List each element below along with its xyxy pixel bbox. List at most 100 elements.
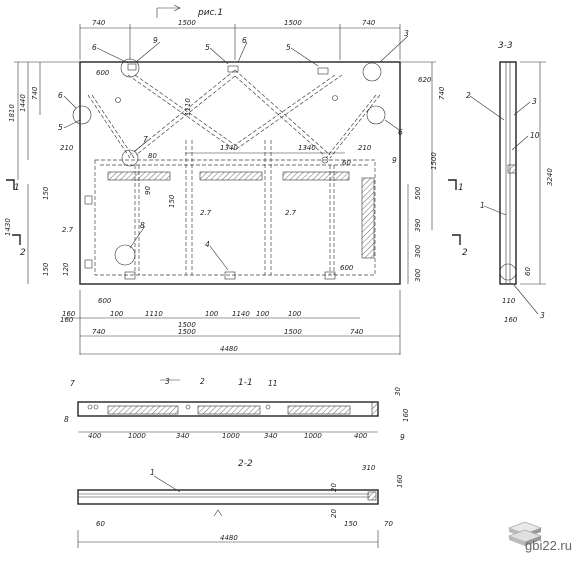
dim-right-3: 620 <box>418 76 432 84</box>
dim-rs-390: 390 <box>414 218 422 232</box>
s33-dim-160: 160 <box>504 316 518 324</box>
s11-dim-1000b: 1000 <box>222 432 240 440</box>
section-33-title: 3-3 <box>498 41 513 51</box>
dim-rs-600: 600 <box>340 264 354 272</box>
s33-dim-60: 60 <box>524 267 532 276</box>
right-dimension-chain: 740 1500 620 <box>400 61 446 230</box>
mark-3a: 3 <box>404 29 409 38</box>
s11-dim-400b: 400 <box>354 432 368 440</box>
mark-6d: 6 <box>398 128 403 137</box>
s33-dim-3240: 3240 <box>546 168 554 186</box>
mark-9a: 9 <box>153 36 158 45</box>
bot1-100c: 100 <box>256 310 270 318</box>
s33-dim-110: 110 <box>502 297 516 305</box>
section-mark-2-left: 2 <box>20 248 26 258</box>
s33-mark-2: 2 <box>466 91 471 100</box>
s33-mark-3: 3 <box>532 97 537 106</box>
brand-site[interactable]: gbi22.ru <box>525 538 572 553</box>
s22-dim-150: 150 <box>344 520 358 528</box>
section-marker-2: 2 2 <box>12 234 468 258</box>
s33-mark-3b: 3 <box>540 311 545 320</box>
mid-label-1: 2.7 <box>62 226 74 234</box>
s11-dim-1000a: 1000 <box>128 432 146 440</box>
mark-4: 4 <box>205 240 210 249</box>
dim-right-1: 740 <box>438 86 446 100</box>
dim-inner-1: 1340 <box>220 144 238 152</box>
section-marker-1: 1 1 <box>6 179 464 193</box>
mark-5c: 5 <box>58 123 63 132</box>
dim-lower-150a: 150 <box>42 186 50 200</box>
dim-inner-3: 210 <box>60 144 74 152</box>
dim-lower-1430: 1430 <box>4 218 12 236</box>
dim-left-1: 1810 <box>8 104 16 122</box>
s22-dim-70: 70 <box>384 520 393 528</box>
bot2-740a: 740 <box>92 328 106 336</box>
s11-mark-11: 11 <box>268 379 278 388</box>
mark-6b: 6 <box>242 36 247 45</box>
top-dimension-chain: 740 1500 1500 740 <box>79 19 401 60</box>
dim-lower-120: 120 <box>62 262 70 276</box>
dim-top-2: 1500 <box>178 19 196 27</box>
s33-mark-1: 1 <box>480 201 485 210</box>
mark-5b: 5 <box>286 43 291 52</box>
bot1-1110: 1110 <box>145 310 163 318</box>
dim-lower-160: 160 <box>60 316 74 324</box>
bot2-740b: 740 <box>350 328 364 336</box>
mark-6c: 6 <box>58 91 63 100</box>
dim-rs-300b: 300 <box>414 268 422 282</box>
section-2-2: 2-2 1 310 60 20 20 150 70 160 4480 <box>77 459 404 548</box>
dim-top-3: 1500 <box>284 19 302 27</box>
dim-inner-2: 1340 <box>298 144 316 152</box>
s11-dim-1000c: 1000 <box>304 432 322 440</box>
left-dimension-chain: 1810 1440 740 1110 <box>8 61 192 180</box>
s22-dim-60: 60 <box>96 520 105 528</box>
s11-mark-7: 7 <box>70 379 75 388</box>
inner-dimensions: 1340 1340 210 210 600 80 60 <box>60 69 372 167</box>
mark-9b: 9 <box>392 156 397 165</box>
section-22-title: 2-2 <box>238 459 253 469</box>
bot-total: 4480 <box>220 345 238 353</box>
s11-dim-340a: 340 <box>176 432 190 440</box>
s11-mark-3: 3 <box>165 377 170 386</box>
plan-marks: 6 9 5 6 5 3 6 5 7 6 4 8 9 <box>58 29 409 271</box>
dim-inner-60: 60 <box>342 159 351 167</box>
dim-top-4: 740 <box>362 19 376 27</box>
bot1-100d: 100 <box>288 310 302 318</box>
dim-lower-600: 600 <box>98 297 112 305</box>
s11-dim-30: 30 <box>394 387 402 396</box>
figure-title: рис.1 <box>156 4 223 18</box>
panel-plan <box>72 58 401 285</box>
section-3-3: 3-3 3240 60 110 160 2 3 10 1 3 <box>466 41 554 324</box>
s22-dim-total: 4480 <box>220 534 238 542</box>
s22-dim-20a: 20 <box>330 483 338 492</box>
section-11-title: 1-1 <box>238 378 253 388</box>
bot1-160: 160 <box>62 310 76 318</box>
dim-top-1: 740 <box>92 19 106 27</box>
mark-8: 8 <box>140 221 145 230</box>
s22-dim-20b: 20 <box>330 509 338 518</box>
dim-inner-600: 600 <box>96 69 110 77</box>
s22-dim-160: 160 <box>396 474 404 488</box>
s22-mark-1: 1 <box>150 468 155 477</box>
mid-label-3: 2.7 <box>285 209 297 217</box>
mark-5a: 5 <box>205 43 210 52</box>
dim-inner-80: 80 <box>148 152 157 160</box>
mid-label-4: 150 <box>168 194 176 208</box>
bottom-dimension-rows: 160 100 1110 1500 100 1140 100 100 740 1… <box>62 290 401 355</box>
dim-left-3: 740 <box>31 86 39 100</box>
s11-dim-160: 160 <box>402 408 410 422</box>
s11-mark-2: 2 <box>200 377 205 386</box>
dim-rs-500: 500 <box>414 186 422 200</box>
s11-mark-8: 8 <box>64 415 69 424</box>
bot2-1500a: 1500 <box>178 328 196 336</box>
dim-rs-300a: 300 <box>414 244 422 258</box>
mid-label-5: 90 <box>144 186 152 195</box>
dim-inner-4: 210 <box>358 144 372 152</box>
lower-left-dimensions: 1430 150 150 120 600 160 <box>4 184 112 324</box>
mark-7a: 7 <box>143 135 148 144</box>
stacked-slabs-icon <box>507 521 543 546</box>
s22-dim-310: 310 <box>362 464 376 472</box>
brand-logo <box>505 520 575 560</box>
bot2-1500b: 1500 <box>284 328 302 336</box>
